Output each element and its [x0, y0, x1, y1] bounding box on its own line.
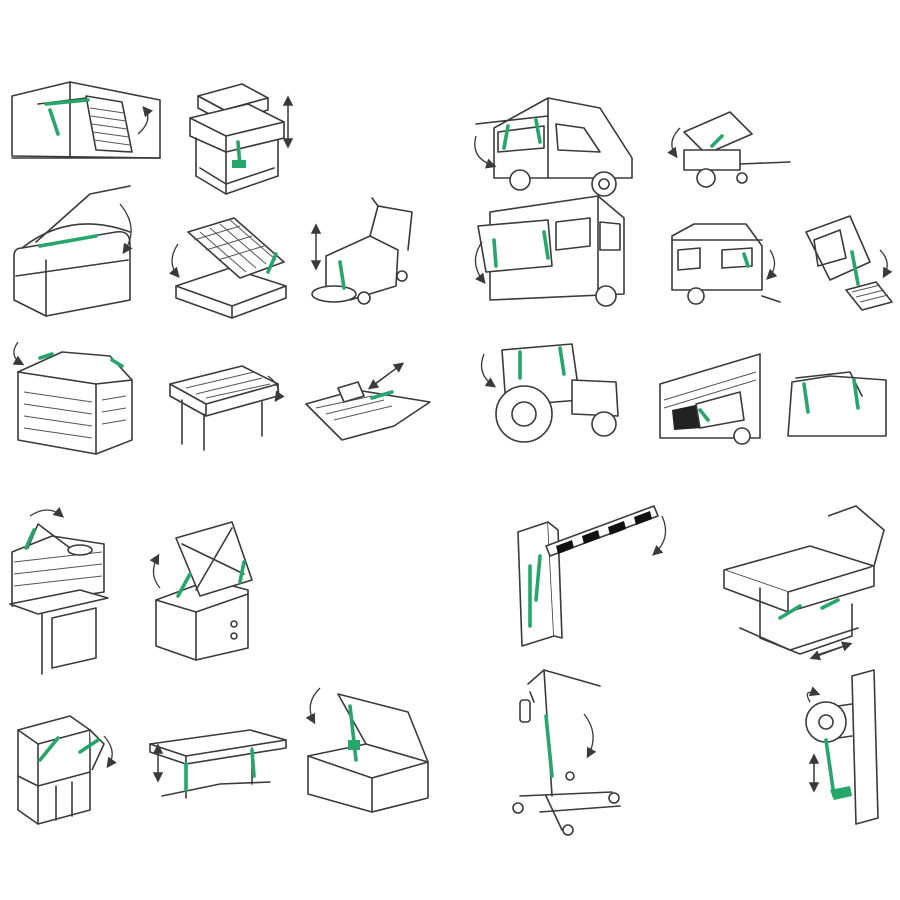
- cabinet-flap-illustration: [17, 715, 117, 825]
- conveyor-platform-illustration: [305, 362, 431, 441]
- wall-mounted-arm-illustration: [805, 669, 879, 825]
- car-trunk-illustration: [787, 371, 887, 437]
- garage-door-illustration: [11, 81, 161, 159]
- bus-illustration: [474, 195, 625, 307]
- adjustable-bed-illustration: [723, 505, 885, 661]
- greenhouse-vent-illustration: [12, 341, 133, 455]
- coach-illustration: [659, 353, 761, 445]
- trailer-illustration: [667, 111, 791, 188]
- floor-scrubber-illustration: [310, 197, 413, 305]
- industrial-cooker-illustration: [149, 521, 253, 661]
- adjustable-table-illustration: [149, 729, 287, 799]
- display-case-illustration: [13, 185, 133, 317]
- door-hatch-illustration: [805, 215, 893, 311]
- caravan-illustration: [671, 223, 781, 305]
- lifting-workstation-illustration: [189, 83, 294, 195]
- parking-barrier-illustration: [517, 505, 667, 647]
- workbench-illustration: [9, 506, 109, 675]
- food-truck-illustration: [474, 97, 633, 197]
- skylight-hatch-illustration: [305, 687, 429, 813]
- storage-bed-illustration: [168, 217, 287, 319]
- foosball-table-illustration: [169, 365, 285, 451]
- patient-lift-illustration: [512, 669, 621, 836]
- tractor-illustration: [480, 343, 619, 443]
